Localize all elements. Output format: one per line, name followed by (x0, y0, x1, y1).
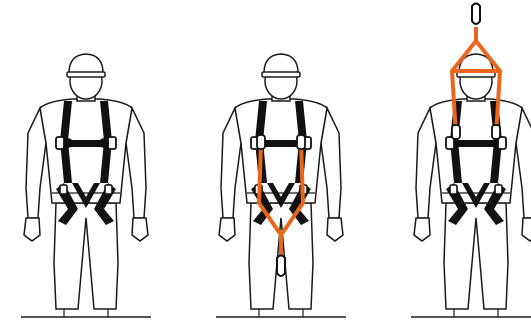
buckle-icon (257, 135, 265, 149)
worker-figure-front-lanyard (216, 54, 346, 317)
buckle-icon (297, 135, 305, 149)
carabiner-icon (472, 4, 480, 25)
worker-figure-overhead-spreader (411, 4, 531, 318)
buckle-icon (452, 125, 460, 139)
worker-figure-standard (21, 54, 151, 317)
buckle-icon (492, 125, 500, 139)
carabiner-icon (277, 256, 285, 277)
